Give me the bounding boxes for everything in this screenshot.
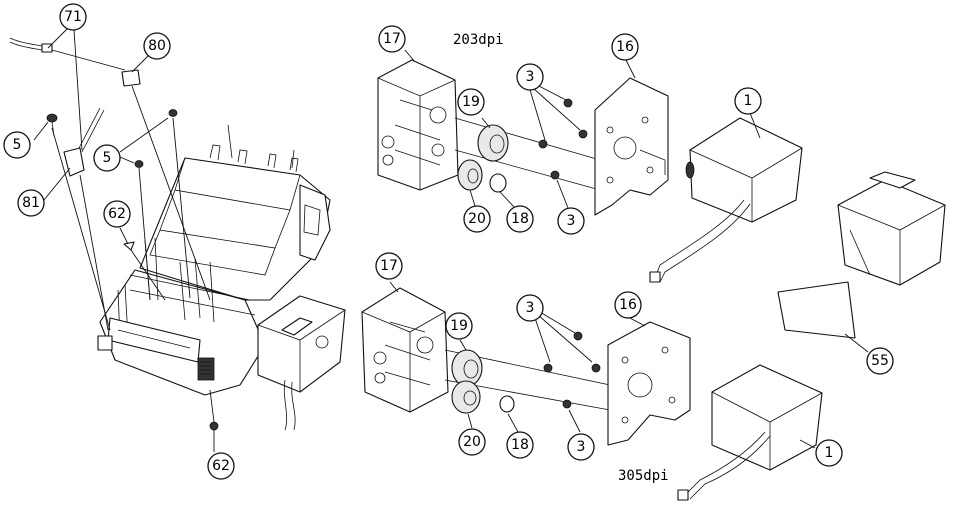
callout-81: 81 — [17, 189, 45, 217]
screw-5-middle — [134, 109, 178, 168]
screw-5-left — [46, 113, 58, 137]
svg-text:17: 17 — [383, 31, 401, 47]
svg-text:62: 62 — [212, 458, 230, 474]
left-leader-lines — [33, 27, 215, 452]
callout-71: 71 — [59, 3, 87, 31]
screw-62-lower — [209, 421, 219, 431]
svg-text:18: 18 — [511, 437, 529, 453]
motor-with-paper-guide — [777, 171, 946, 353]
callout-3-bottom-lower: 3 — [567, 433, 595, 461]
callout-17-top: 17 — [378, 25, 406, 53]
callout-5-left: 5 — [3, 131, 31, 159]
svg-text:55: 55 — [871, 353, 889, 369]
callout-62-upper: 62 — [103, 200, 131, 228]
svg-text:16: 16 — [619, 297, 637, 313]
svg-text:3: 3 — [526, 300, 535, 316]
svg-text:20: 20 — [468, 211, 486, 227]
callout-5-middle: 5 — [93, 144, 121, 172]
svg-text:1: 1 — [744, 93, 753, 109]
assembly-203dpi — [377, 59, 803, 283]
callout-20-top: 20 — [463, 205, 491, 233]
callout-1-top: 1 — [734, 87, 762, 115]
svg-text:3: 3 — [526, 69, 535, 85]
svg-text:17: 17 — [380, 258, 398, 274]
screw-62-upper — [123, 241, 135, 251]
variant-label-305dpi: 305dpi — [618, 468, 669, 484]
callout-16-top: 16 — [611, 33, 639, 61]
callout-62-lower: 62 — [207, 452, 235, 480]
assembly-305dpi — [361, 287, 823, 501]
callout-55: 55 — [866, 347, 894, 375]
svg-text:62: 62 — [108, 206, 126, 222]
callout-18-top: 18 — [506, 205, 534, 233]
svg-text:5: 5 — [103, 150, 112, 166]
callout-17-bottom: 17 — [375, 252, 403, 280]
mechanism-stepper-motor — [257, 295, 346, 431]
callout-19-top: 19 — [457, 88, 485, 116]
svg-text:19: 19 — [450, 318, 468, 334]
callout-3-bottom-upper: 3 — [516, 294, 544, 322]
bottom-leader-lines — [389, 281, 816, 449]
callout-18-bottom: 18 — [506, 431, 534, 459]
svg-text:3: 3 — [577, 439, 586, 455]
variant-label-203dpi: 203dpi — [453, 32, 504, 48]
svg-text:71: 71 — [64, 9, 82, 25]
callout-16-bottom: 16 — [614, 291, 642, 319]
callout-19-bottom: 19 — [445, 312, 473, 340]
svg-text:3: 3 — [567, 213, 576, 229]
callout-20-bottom: 20 — [458, 428, 486, 456]
svg-text:80: 80 — [148, 38, 166, 54]
callout-3-top-upper: 3 — [516, 63, 544, 91]
svg-text:19: 19 — [462, 94, 480, 110]
callout-1-bottom: 1 — [815, 439, 843, 467]
svg-text:1: 1 — [825, 445, 834, 461]
svg-text:81: 81 — [22, 195, 40, 211]
svg-text:18: 18 — [511, 211, 529, 227]
printer-mechanism-assembly — [97, 124, 331, 396]
callout-80: 80 — [143, 32, 171, 60]
callout-3-top-lower: 3 — [557, 207, 585, 235]
svg-text:5: 5 — [13, 137, 22, 153]
loose-small-parts — [9, 37, 219, 431]
svg-text:20: 20 — [463, 434, 481, 450]
svg-text:16: 16 — [616, 39, 634, 55]
